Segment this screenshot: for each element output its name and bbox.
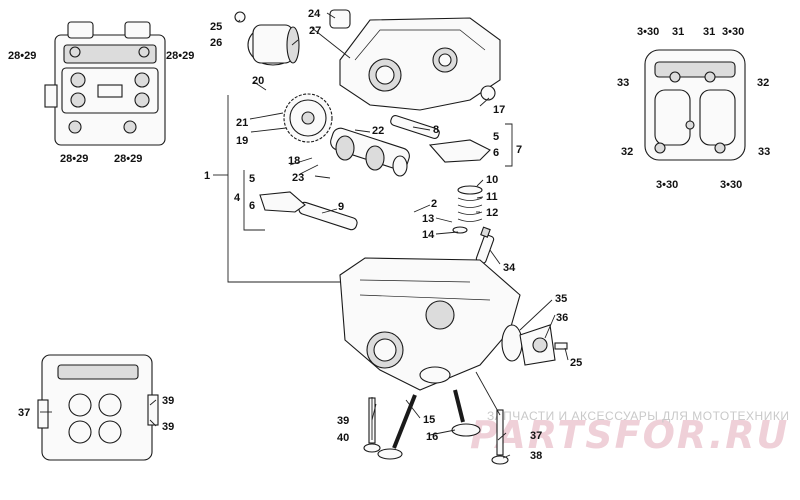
- callout-3-30-bottom-right: 3•30: [720, 179, 742, 191]
- valve-cover-view: [644, 49, 746, 161]
- callout-6-left: 6: [249, 200, 255, 212]
- callout-21: 21: [236, 117, 248, 129]
- callout-10: 10: [486, 174, 498, 186]
- callout-22: 22: [372, 125, 384, 137]
- cam-chain-tensioner: [234, 9, 351, 66]
- callout-39-left-upper: 39: [162, 395, 174, 407]
- watermark-logo: PARTSFOR.RU: [470, 413, 789, 457]
- callout-25-bottom: 25: [570, 357, 582, 369]
- callout-5-left: 5: [249, 173, 255, 185]
- callout-33-left: 33: [617, 77, 629, 89]
- callout-28-29-bottom-right: 28•29: [114, 153, 142, 165]
- intake-flange: [501, 324, 568, 366]
- callout-38: 38: [530, 450, 542, 462]
- callout-3-30-bottom-left: 3•30: [656, 179, 678, 191]
- watermark-tagline: ЗАПЧАСТИ И АКСЕССУАРЫ ДЛЯ МОТОТЕХНИКИ: [487, 409, 789, 423]
- callout-9: 9: [338, 201, 344, 213]
- callout-8: 8: [433, 124, 439, 136]
- camshaft-housing: [339, 17, 501, 111]
- callout-18: 18: [288, 155, 300, 167]
- callout-4: 4: [234, 192, 241, 204]
- callout-20: 20: [252, 75, 264, 87]
- callout-14: 14: [422, 229, 435, 241]
- callout-6-right: 6: [493, 147, 499, 159]
- callout-15: 15: [423, 414, 435, 426]
- valves: [377, 389, 481, 460]
- callout-7: 7: [516, 144, 522, 156]
- callout-28-29-top-left: 28•29: [8, 50, 36, 62]
- callout-19: 19: [236, 135, 248, 147]
- callout-3-30-top-left: 3•30: [637, 26, 659, 38]
- callout-37-left: 37: [18, 407, 30, 419]
- callout-16: 16: [426, 431, 438, 443]
- callout-1: 1: [204, 170, 210, 182]
- callout-28-29-bottom-left: 28•29: [60, 153, 88, 165]
- rocker-arms: [259, 139, 491, 213]
- callout-34: 34: [503, 262, 516, 274]
- callout-39-left-lower: 39: [162, 421, 174, 433]
- callout-37-right: 37: [530, 430, 542, 442]
- camshaft: [330, 127, 410, 177]
- valve-spring-assembly: [452, 185, 483, 234]
- callout-28-29-top-right: 28•29: [166, 50, 194, 62]
- callout-27: 27: [309, 25, 321, 37]
- callout-31-right: 31: [703, 26, 715, 38]
- callout-labels: 1 2 4 5 5 6 6 7 8 9 10 11 12 13 14 15 16…: [8, 8, 770, 462]
- cam-sprocket: [283, 93, 333, 143]
- callout-3-30-top-right: 3•30: [722, 26, 744, 38]
- callout-11: 11: [486, 191, 498, 203]
- head-top-view: [44, 21, 166, 146]
- watermark: PARTSFOR.RU ЗАПЧАСТИ И АКСЕССУАРЫ ДЛЯ МО…: [470, 409, 789, 457]
- cylinder-head: [339, 257, 521, 391]
- callout-32-right: 32: [757, 77, 769, 89]
- callout-35: 35: [555, 293, 567, 305]
- spark-plug: [475, 226, 495, 264]
- callout-39-center: 39: [337, 415, 349, 427]
- callout-23: 23: [292, 172, 304, 184]
- leader-lines: [40, 12, 569, 459]
- callout-32-left: 32: [621, 146, 633, 158]
- callout-5-right: 5: [493, 131, 499, 143]
- callout-33-right: 33: [758, 146, 770, 158]
- callout-36: 36: [556, 312, 568, 324]
- callout-25-top: 25: [210, 21, 222, 33]
- callout-24: 24: [308, 8, 321, 20]
- callout-17: 17: [493, 104, 505, 116]
- callout-31-left: 31: [672, 26, 684, 38]
- callout-26: 26: [210, 37, 222, 49]
- callout-13: 13: [422, 213, 434, 225]
- callout-40: 40: [337, 432, 349, 444]
- head-bottom-view: [37, 354, 159, 461]
- callout-2: 2: [431, 198, 437, 210]
- callout-12: 12: [486, 207, 498, 219]
